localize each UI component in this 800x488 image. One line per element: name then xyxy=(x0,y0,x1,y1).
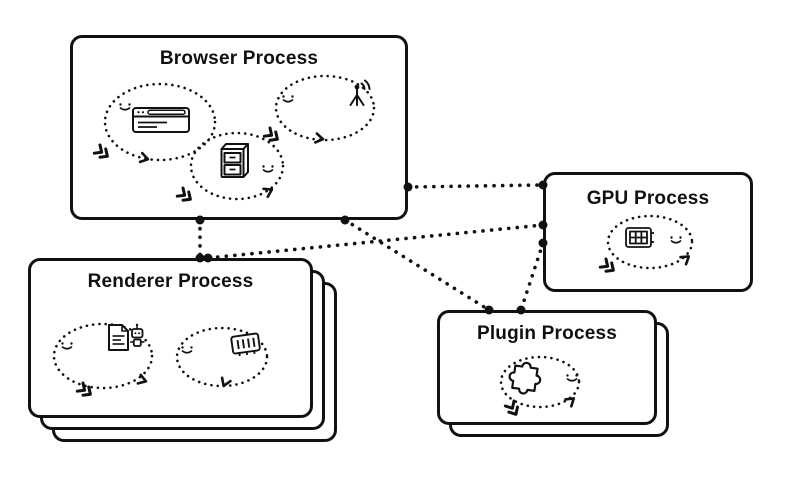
loop-arrowhead-icon xyxy=(314,132,326,145)
smiley-face-icon xyxy=(118,102,132,111)
puzzle-piece-icon xyxy=(506,359,544,397)
document-robot-icon xyxy=(108,322,146,351)
storage-cabinet-icon xyxy=(220,143,249,178)
plugin-process-box: Plugin Process xyxy=(437,310,657,425)
gpu-task xyxy=(598,214,694,276)
renderer-process-box: Renderer Process xyxy=(28,258,313,418)
smiley-face-icon xyxy=(669,235,683,244)
speed-chevrons-icon xyxy=(503,399,522,419)
smiley-face-icon xyxy=(60,341,74,350)
smiley-face-icon xyxy=(261,164,275,173)
browser-storage-task xyxy=(175,131,285,205)
browser-network-task xyxy=(262,74,376,145)
gpu-process-doodles xyxy=(598,214,694,276)
memory-card-icon xyxy=(230,332,262,358)
browser-window-icon xyxy=(132,107,190,133)
speed-chevrons-icon xyxy=(175,186,195,205)
plugin-process-doodles xyxy=(499,355,581,419)
gpu-process-title: GPU Process xyxy=(586,188,710,209)
renderer-process-title: Renderer Process xyxy=(87,271,254,292)
renderer-document-task xyxy=(52,322,154,400)
browser-process-doodles xyxy=(92,74,376,205)
dotted-loop xyxy=(499,355,581,409)
dotted-loop xyxy=(103,82,217,162)
dotted-loop xyxy=(52,322,154,390)
gpu-process-box: GPU Process xyxy=(543,172,753,292)
loop-arrowhead-icon xyxy=(218,376,232,389)
loop-arrowhead-icon xyxy=(564,393,578,408)
renderer-card-task xyxy=(175,326,269,389)
browser-process-title: Browser Process xyxy=(159,48,319,69)
dotted-loop xyxy=(274,74,376,142)
browser-ui-task xyxy=(92,82,217,165)
browser-process-box: Browser Process xyxy=(70,35,408,220)
dotted-loop xyxy=(606,214,694,270)
connection-gpu-renderer xyxy=(206,223,545,260)
speed-chevrons-icon xyxy=(92,143,112,162)
connection-browser-gpu xyxy=(406,183,545,189)
plugin-process-title: Plugin Process xyxy=(476,323,618,344)
gpu-chip-icon xyxy=(625,227,655,248)
connection-browser-plugin xyxy=(343,218,491,312)
dotted-loop xyxy=(189,131,285,201)
smiley-face-icon xyxy=(180,345,194,354)
connection-gpu-plugin xyxy=(519,241,545,312)
speed-chevrons-icon xyxy=(262,126,282,145)
smiley-face-icon xyxy=(565,373,579,382)
plugin-task xyxy=(499,355,581,419)
smiley-face-icon xyxy=(281,94,295,103)
speed-chevrons-icon xyxy=(598,257,618,276)
renderer-process-doodles xyxy=(52,322,269,400)
dotted-loop xyxy=(175,326,269,388)
